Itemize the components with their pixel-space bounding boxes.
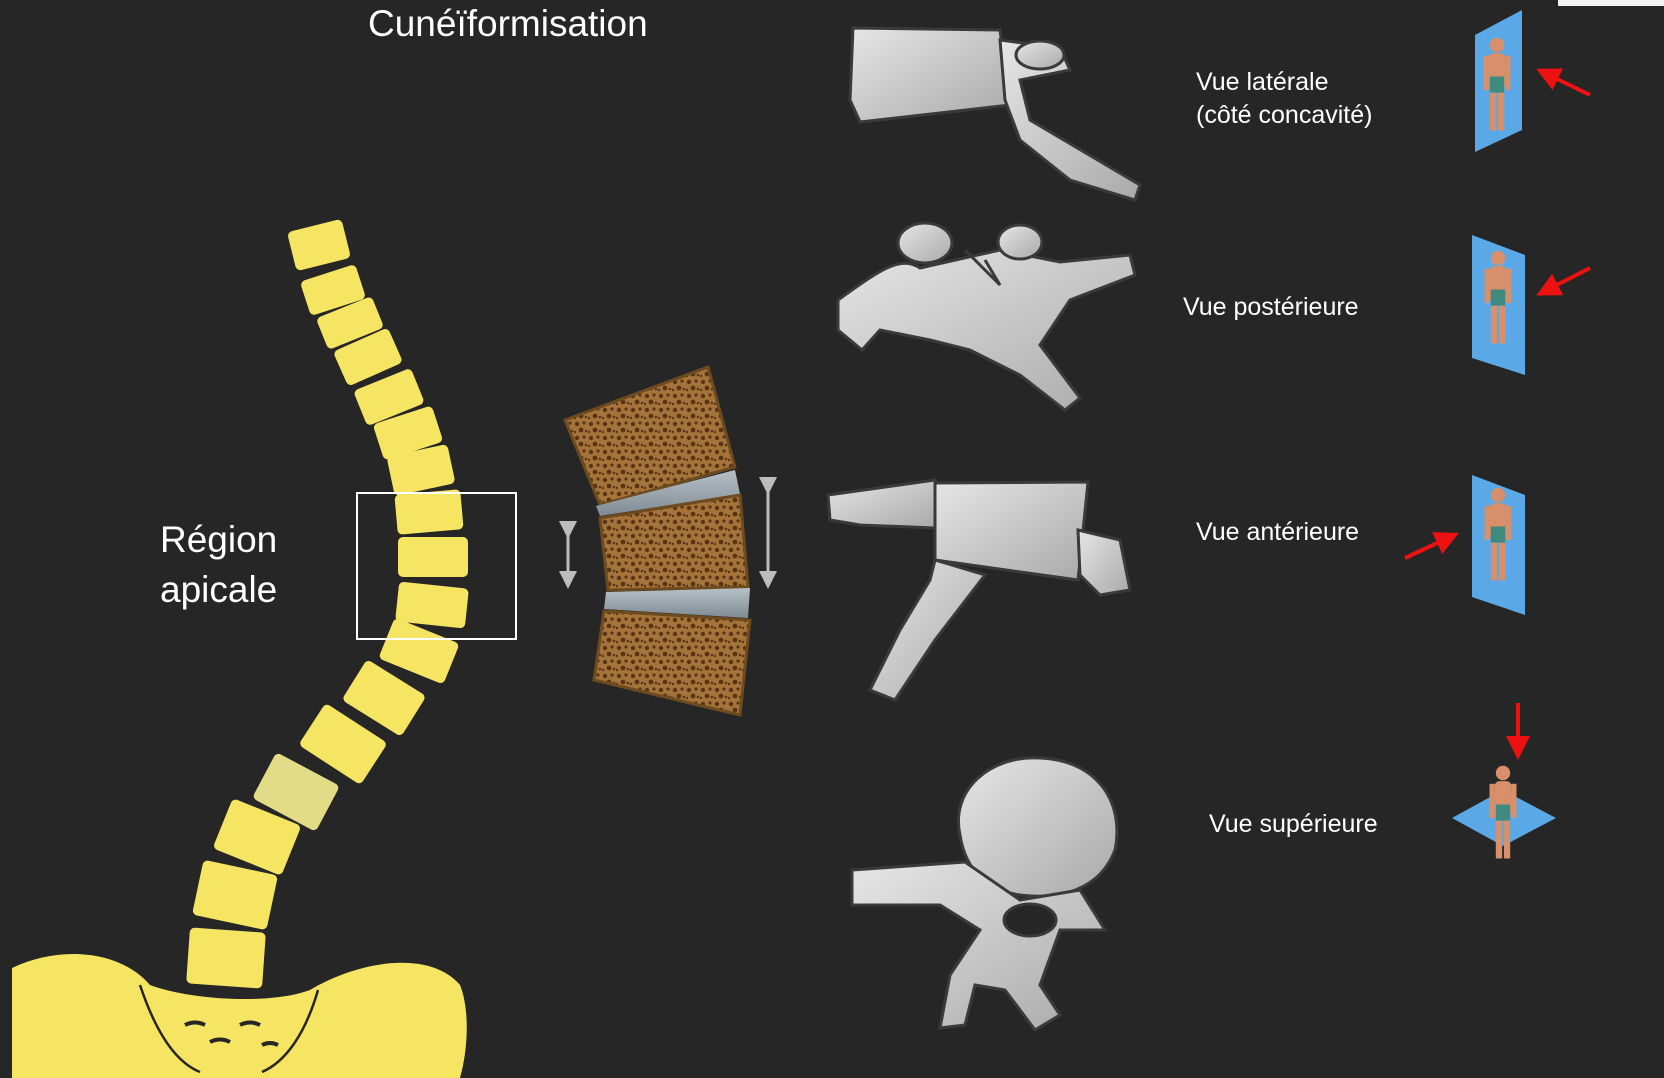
slide-title: Cunéïformisation	[368, 2, 648, 46]
apical-region-label-line2: apicale	[160, 565, 277, 615]
vertebra-10	[395, 581, 469, 628]
plane-superior	[1452, 703, 1556, 859]
view-label-anterior: Vue antérieure	[1196, 516, 1359, 549]
arrow-lateral	[1547, 74, 1590, 95]
vertebra-lateral-view	[850, 28, 1140, 200]
view-label-superior: Vue supérieure	[1209, 808, 1378, 841]
wedged-bodies-illustration	[565, 367, 768, 715]
vertebra-16	[192, 860, 278, 931]
view-label-superior-line1: Vue supérieure	[1209, 808, 1378, 841]
view-label-lateral-line2: (côté concavité)	[1196, 99, 1372, 132]
arrow-posterior	[1547, 268, 1590, 290]
view-label-posterior: Vue postérieure	[1183, 291, 1359, 324]
spine-illustration	[12, 219, 516, 1078]
vertebra-9	[398, 537, 468, 577]
vertebra-17	[186, 927, 266, 988]
view-label-lateral: Vue latérale (côté concavité)	[1196, 66, 1372, 132]
arrow-anterior	[1405, 538, 1448, 558]
view-label-anterior-line1: Vue antérieure	[1196, 516, 1359, 549]
vertebra-posterior-view	[838, 223, 1135, 410]
plane-lateral	[1475, 10, 1590, 152]
vertebra-superior-view	[852, 758, 1117, 1030]
apical-region-label-line1: Région	[160, 515, 277, 565]
view-label-lateral-line1: Vue latérale	[1196, 66, 1372, 99]
corner-bar	[1558, 0, 1664, 6]
vertebral-body-lower	[594, 611, 750, 715]
view-label-posterior-line1: Vue postérieure	[1183, 291, 1359, 324]
plane-anterior	[1405, 475, 1525, 615]
vertebra-8	[394, 489, 463, 535]
vertebra-anterior-view	[828, 480, 1130, 700]
plane-posterior	[1472, 235, 1590, 375]
apical-region-label: Région apicale	[160, 515, 277, 615]
vertebra-1	[287, 219, 351, 271]
